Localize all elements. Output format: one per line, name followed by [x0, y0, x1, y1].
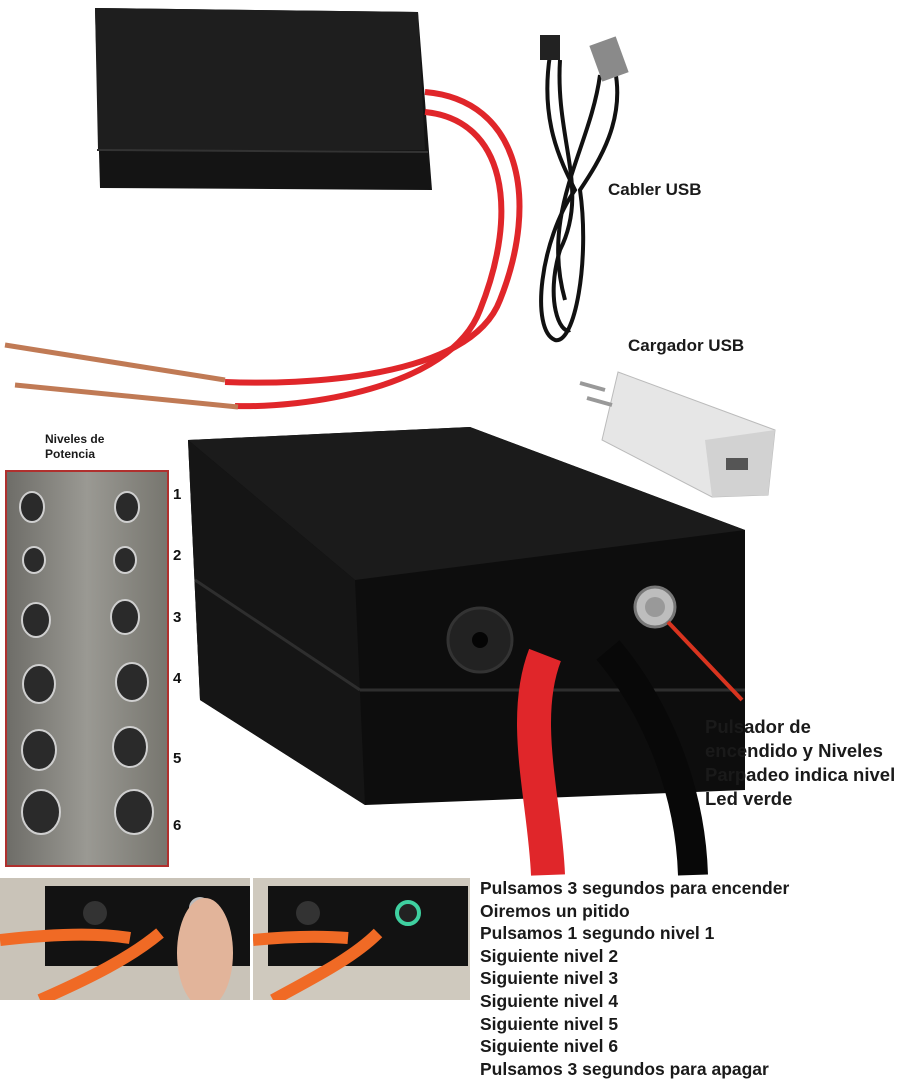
- instruction-line: Siguiente nivel 3: [480, 968, 619, 989]
- instruction-line: Pulsamos 1 segundo nivel 1: [480, 923, 715, 944]
- instruction-line: Siguiente nivel 6: [480, 1036, 619, 1057]
- welder-box-small: [95, 8, 432, 190]
- red-cables: [224, 89, 523, 410]
- instructions-list: Pulsamos 3 segundos para encender Oiremo…: [480, 877, 789, 1080]
- pointer-line: [666, 620, 744, 702]
- button-note: Pulsador de encendido y Niveles Parpadeo…: [705, 715, 895, 811]
- instruction-line: Siguiente nivel 4: [480, 990, 619, 1011]
- level-label: 6: [173, 817, 182, 834]
- level-label: 3: [173, 609, 182, 626]
- power-levels-line1: Niveles de: [45, 432, 105, 446]
- usb-charger-label: Cargador USB: [628, 336, 745, 355]
- usb-charger: [579, 371, 776, 498]
- welder-box-large: [188, 427, 745, 876]
- power-levels-line2: Potencia: [45, 447, 96, 461]
- photo-pressing-button: [0, 878, 250, 1000]
- instruction-line: Pulsamos 3 segundos para apagar: [480, 1058, 769, 1079]
- instruction-line: Siguiente nivel 2: [480, 945, 619, 966]
- instruction-line: Pulsamos 3 segundos para encender: [480, 878, 790, 898]
- power-levels-panel: [5, 470, 169, 867]
- instruction-line: Siguiente nivel 5: [480, 1013, 619, 1034]
- photo-led-on: [253, 878, 470, 1000]
- instruction-line: Oiremos un pitido: [480, 900, 630, 921]
- level-label: 1: [173, 486, 182, 503]
- power-levels-title: Niveles de Potencia: [45, 432, 104, 462]
- weld-marks: [19, 491, 154, 835]
- level-label: 2: [173, 547, 182, 564]
- level-label: 5: [173, 750, 182, 767]
- note-line: Parpadeo indica nivel: [705, 764, 896, 785]
- note-line: encendido y Niveles: [705, 740, 883, 761]
- level-label: 4: [173, 670, 182, 687]
- note-line: Led verde: [705, 788, 793, 809]
- usb-cable: [539, 35, 629, 343]
- copper-probes: [4, 342, 239, 410]
- usb-cable-label: Cabler USB: [608, 180, 702, 199]
- note-line: Pulsador de: [705, 716, 811, 737]
